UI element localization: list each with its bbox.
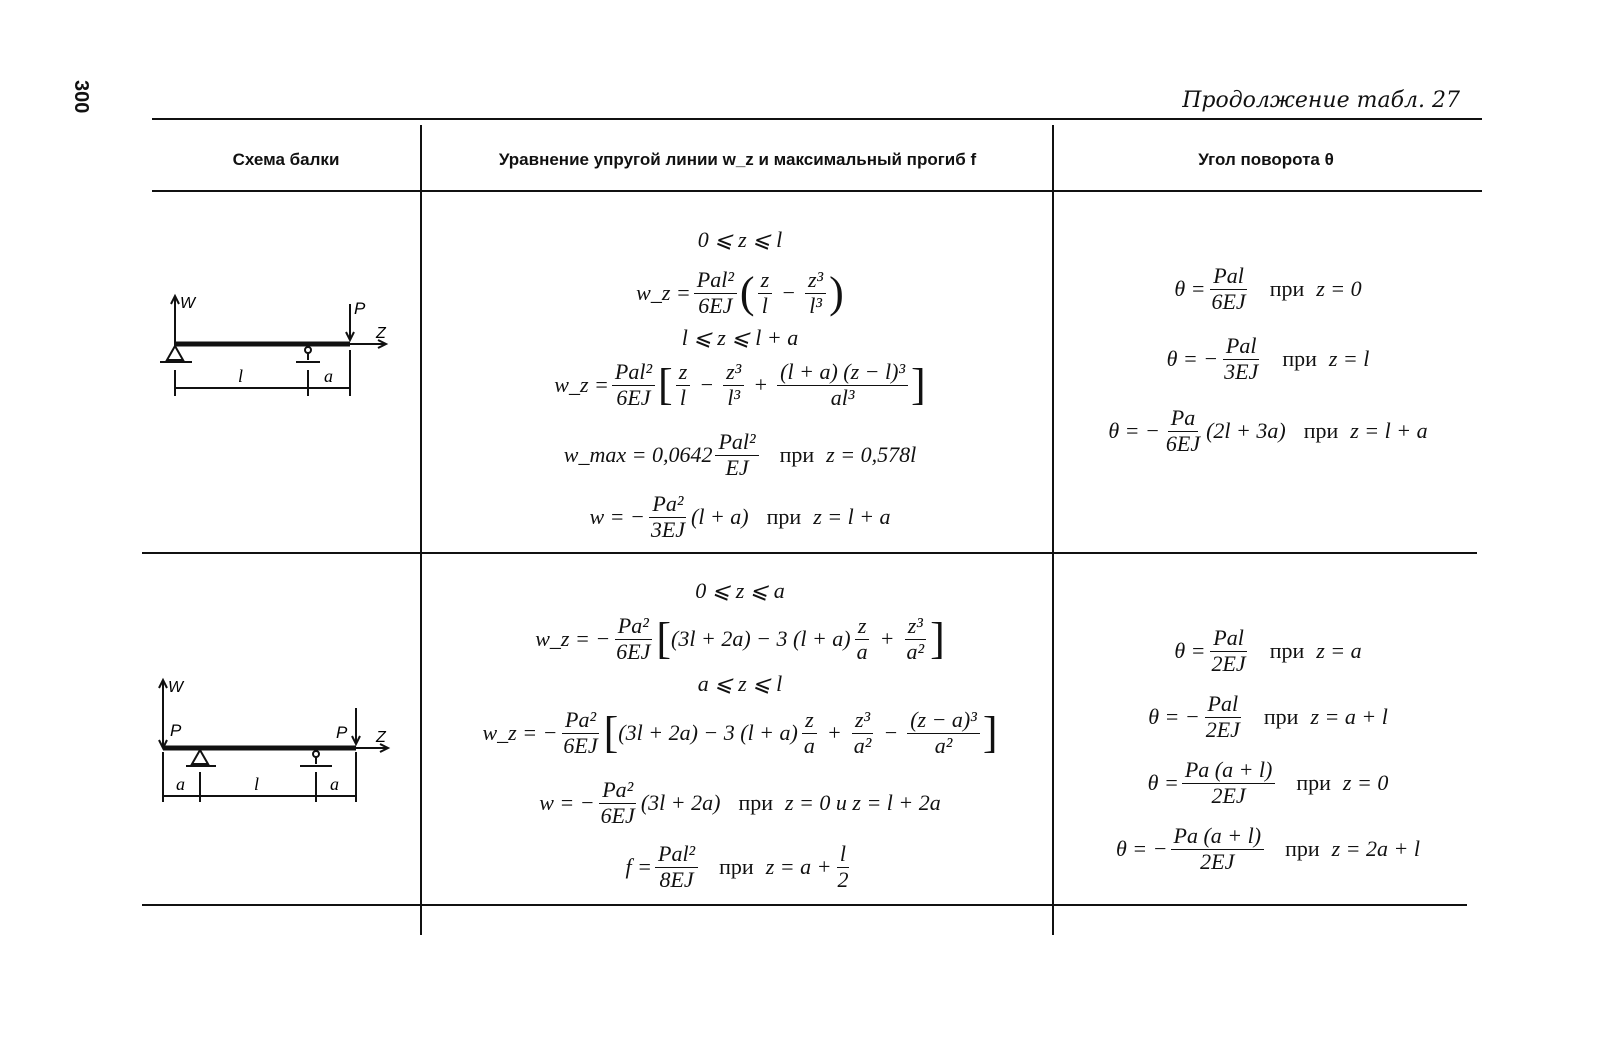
column-header-angle: Угол поворота θ xyxy=(1198,150,1334,169)
label-p-right: P xyxy=(336,723,348,742)
label-a-right: a xyxy=(330,774,339,794)
range-a-l: a ⩽ z ⩽ l xyxy=(697,671,783,696)
label-p-left: P xyxy=(170,721,182,740)
range-l-l-plus-a: l ⩽ z ⩽ l + a xyxy=(681,325,799,350)
table-top-rule xyxy=(152,118,1482,120)
label-z: Z xyxy=(375,729,387,746)
beam-diagram-1: W P Z l a xyxy=(160,293,389,396)
page-number: 300 xyxy=(70,80,92,114)
label-l: l xyxy=(238,366,243,386)
column-divider-2 xyxy=(1052,125,1054,935)
label-a-left: a xyxy=(176,774,185,794)
label-a: a xyxy=(324,366,333,386)
row-divider-rule xyxy=(142,552,1477,554)
label-p: P xyxy=(354,299,366,318)
table-bottom-rule xyxy=(142,904,1467,906)
label-w: W xyxy=(168,679,185,696)
range-0-a: 0 ⩽ z ⩽ a xyxy=(695,578,785,603)
column-header-scheme: Схема балки xyxy=(232,150,340,169)
column-header-equation: Уравнение упругой линии w_z и максимальн… xyxy=(498,150,977,169)
label-l: l xyxy=(254,774,259,794)
beam-diagram-2: W P P Z a l a xyxy=(158,677,391,802)
header-bottom-rule xyxy=(152,190,1482,192)
label-w: W xyxy=(180,295,197,312)
label-z: Z xyxy=(375,325,387,342)
range-0-l: 0 ⩽ z ⩽ l xyxy=(697,227,783,252)
column-divider-1 xyxy=(420,125,422,935)
table-continuation-title: Продолжение табл. 27 xyxy=(1182,88,1460,113)
